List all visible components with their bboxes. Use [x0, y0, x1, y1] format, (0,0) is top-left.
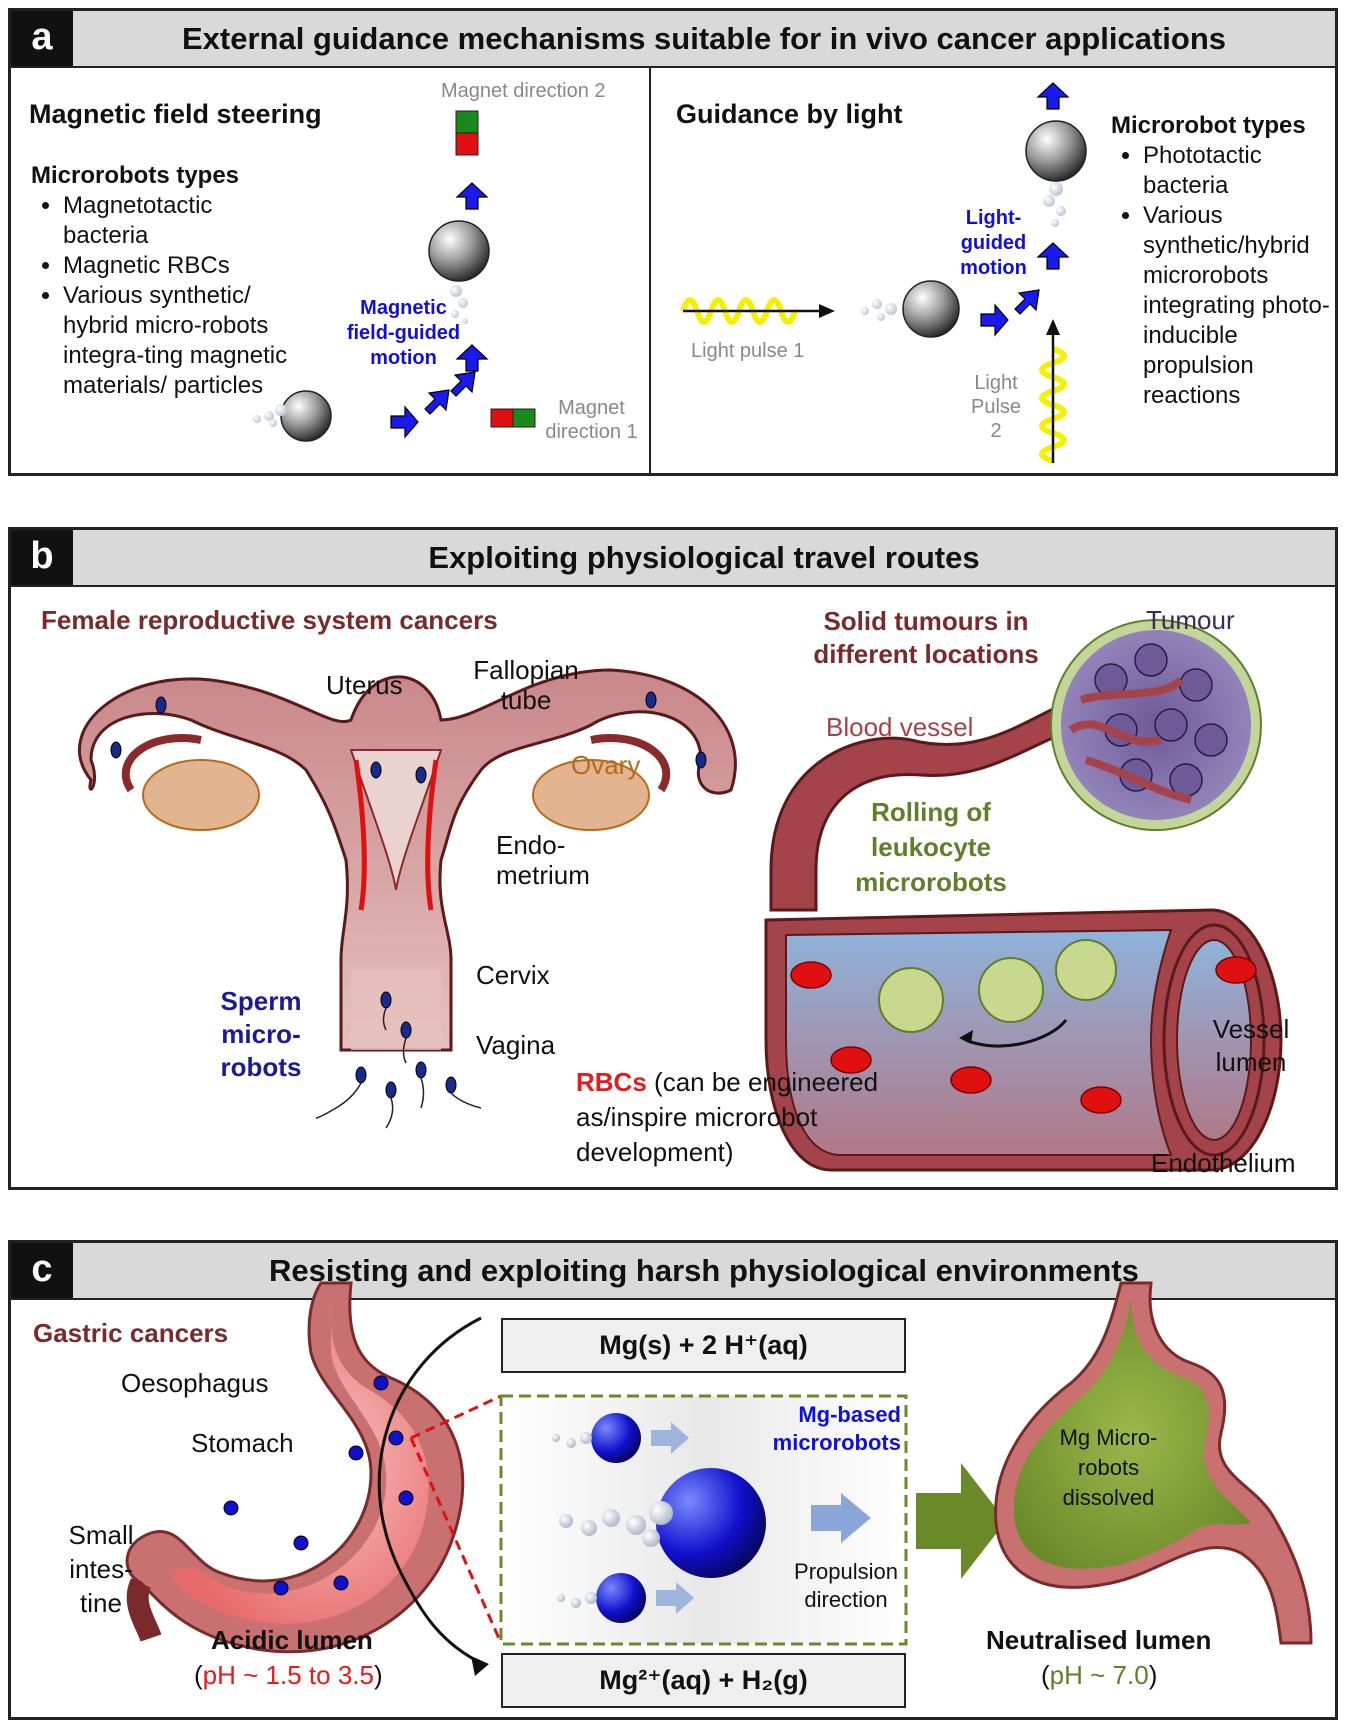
magnetic-type-item: Various synthetic/ hybrid micro-robots i…: [63, 281, 288, 401]
reactant-box: Mg(s) + 2 H⁺(aq): [501, 1318, 906, 1373]
inset-line-bottom: [409, 1437, 503, 1644]
endothelium-label: Endothelium: [1151, 1148, 1296, 1178]
neutral-ph-value: pH ~ 7.0: [1049, 1660, 1149, 1690]
magnet-direction-1-label: Magnet direction 1: [545, 397, 638, 443]
microrobot-sphere-4: [1025, 120, 1087, 227]
uterus-label: Uterus: [326, 670, 403, 700]
panel-b-header: b Exploiting physiological travel routes: [11, 530, 1335, 587]
panel-a-divider: [649, 68, 651, 476]
mg-microrobot-small-bottom: [557, 1573, 646, 1623]
panel-a-header: a External guidance mechanisms suitable …: [11, 11, 1335, 68]
acidic-ph-value: pH ~ 1.5 to 3.5: [202, 1660, 374, 1690]
acidic-ph-close: ): [373, 1660, 383, 1690]
mg-microrobot-large: [559, 1468, 766, 1578]
solid-heading: Solid tumours in different locations: [813, 606, 1039, 669]
magnetic-guidance-arrows: [390, 182, 489, 439]
microrobot-sphere-2: [428, 220, 490, 324]
cervix-label: Cervix: [476, 960, 550, 990]
magnet-1: [490, 408, 536, 428]
mg-microrobot-small-top: [552, 1413, 641, 1463]
panel-c-title: Resisting and exploiting harsh physiolog…: [269, 1253, 1139, 1288]
rbc-note: RBCs (can be engineered as/inspire micro…: [576, 1065, 916, 1170]
light-types-heading: Microrobot types: [1111, 112, 1306, 139]
microrobot-sphere-3: [861, 280, 960, 338]
light-guidance-arrows: [980, 82, 1070, 337]
mg-microrobots-label: Mg-based microrobots: [772, 1402, 901, 1455]
stomach-acidic-illustration: [125, 1281, 465, 1654]
leukocyte-label: Rolling of leukocyte microrobots: [855, 797, 1007, 897]
rbc-label: RBCs: [576, 1067, 647, 1097]
rbc-note-text: (can be engineered as/inspire microrobot…: [576, 1067, 879, 1167]
fallopian-label: Fallopian tube: [473, 655, 579, 715]
magnet-2: [455, 110, 479, 156]
uterus-illustration: [78, 668, 737, 1052]
neutral-ph-label: (pH ~ 7.0): [1041, 1660, 1157, 1690]
transition-arrow: [916, 1463, 1006, 1579]
neutral-lumen-label: Neutralised lumen: [986, 1625, 1212, 1655]
panel-c-badge: c: [11, 1243, 73, 1298]
vessel-lumen-label: Vessel lumen: [1212, 1014, 1290, 1077]
rolling-arrowhead: [959, 1030, 973, 1044]
tumour-label: Tumour: [1146, 605, 1235, 635]
endometrium-label: Endo-metrium: [496, 830, 590, 890]
small-intestine-label: Small intes-tine: [68, 1520, 134, 1618]
neutral-ph-close: ): [1148, 1660, 1158, 1690]
magnetic-type-item: Magnetotactic bacteria: [63, 191, 288, 251]
connector-curve: [377, 1316, 482, 1665]
product-box: Mg²⁺(aq) + H₂(g): [501, 1653, 906, 1708]
panel-a-graphics: [253, 82, 1087, 464]
female-heading: Female reproductive system cancers: [41, 605, 498, 635]
red-blood-cells: [790, 956, 1257, 1114]
tumour-illustration: [1050, 619, 1262, 831]
light-types-list: Phototactic bacteria Various synthetic/h…: [1111, 141, 1343, 411]
panel-b-badge: b: [11, 530, 73, 585]
light-type-item: Phototactic bacteria: [1143, 141, 1343, 201]
panel-c-header: c Resisting and exploiting harsh physiol…: [11, 1243, 1335, 1300]
sperm-label: Sperm micro-robots: [220, 986, 302, 1082]
magnet-direction-2-label: Magnet direction 2: [441, 80, 606, 102]
panel-c: c Resisting and exploiting harsh physiol…: [8, 1240, 1338, 1720]
leukocyte-microrobots: [878, 939, 1117, 1033]
mg-microrobots-in-stomach: [223, 1375, 414, 1596]
ovary-label: Ovary: [571, 750, 641, 780]
panel-b: b Exploiting physiological travel routes: [8, 527, 1338, 1190]
connector-arrowhead: [471, 1656, 489, 1676]
propulsion-direction-label: Propulsion direction: [794, 1559, 898, 1612]
magnetic-types-list: Magnetotactic bacteria Magnetic RBCs Var…: [31, 191, 288, 401]
microrobot-sphere-1: [253, 390, 332, 442]
rolling-arrow: [965, 1019, 1068, 1048]
propulsion-arrows: [651, 1422, 871, 1614]
light-pulse-2-label: Light Pulse 2: [970, 372, 1022, 442]
light-wave-2: [1039, 319, 1067, 464]
panel-b-graphics: [78, 619, 1283, 1172]
stomach-label: Stomach: [191, 1428, 294, 1458]
magnetic-motion-label: Magnetic field-guided motion: [346, 297, 461, 369]
light-heading: Guidance by light: [676, 99, 903, 129]
panel-c-graphics: [125, 1281, 1313, 1676]
gastric-heading: Gastric cancers: [33, 1318, 229, 1348]
panel-a-badge: a: [11, 11, 73, 66]
dissolved-label: Mg Micro-robots dissolved: [1059, 1425, 1158, 1510]
panel-b-title: Exploiting physiological travel routes: [428, 540, 980, 575]
vagina-label: Vagina: [476, 1030, 556, 1060]
stomach-neutral-illustration: [994, 1281, 1313, 1645]
light-pulse-1-label: Light pulse 1: [691, 340, 805, 362]
sperm-tails: [315, 1007, 482, 1129]
neutral-ph-open: (: [1041, 1660, 1050, 1690]
magnetic-heading: Magnetic field steering: [29, 99, 322, 129]
acidic-lumen-label: Acidic lumen: [211, 1625, 373, 1655]
light-motion-label: Light-guided motion: [960, 207, 1027, 279]
magnetic-type-item: Magnetic RBCs: [63, 251, 288, 281]
acidic-ph-open: (: [194, 1660, 203, 1690]
oesophagus-label: Oesophagus: [121, 1368, 269, 1398]
panel-a-title: External guidance mechanisms suitable fo…: [181, 21, 1226, 56]
blood-vessel-label: Blood vessel: [826, 712, 974, 742]
inset-line-top: [410, 1394, 502, 1440]
acidic-ph-label: (pH ~ 1.5 to 3.5): [194, 1660, 383, 1690]
magnetic-types-heading: Microrobots types: [31, 162, 240, 189]
light-wave-1: [680, 297, 835, 325]
panel-a: a External guidance mechanisms suitable …: [8, 8, 1338, 476]
light-type-item: Various synthetic/hybrid microrobots int…: [1143, 201, 1343, 411]
